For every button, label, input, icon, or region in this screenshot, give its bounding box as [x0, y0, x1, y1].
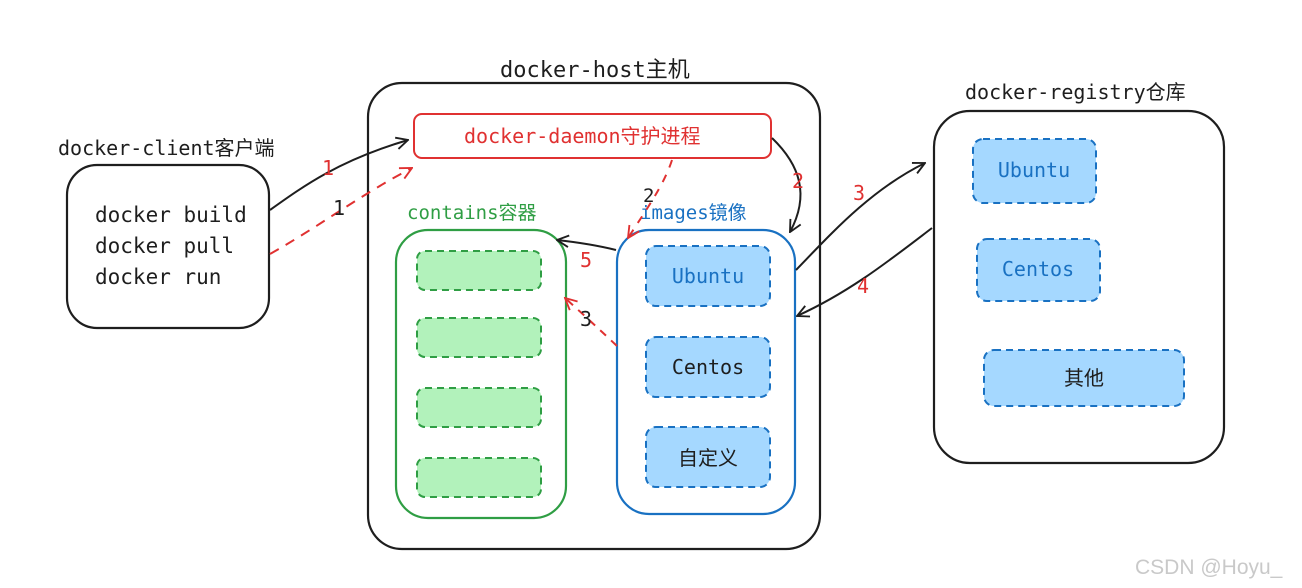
step-1-label: 1 — [322, 156, 334, 180]
images-box — [615, 228, 797, 516]
container-slot — [416, 387, 542, 428]
arrow-images-to-containers-dashed — [565, 298, 618, 347]
container-slot — [416, 250, 542, 291]
local-image-centos-label: Centos — [672, 355, 744, 379]
registry-image-other-box — [983, 349, 1185, 407]
step-2-black-label: 2 — [643, 185, 654, 207]
client-command-build: docker build — [95, 203, 247, 227]
arrow-daemon-to-images — [771, 137, 802, 232]
client-title: docker-client客户端 — [58, 136, 275, 160]
daemon-box — [413, 113, 772, 159]
local-image-centos-box — [645, 336, 771, 398]
container-slot — [416, 317, 542, 358]
daemon-label: docker-daemon守护进程 — [464, 124, 701, 148]
step-1-dashed-label: 1 — [333, 196, 345, 220]
arrow-images-to-registry — [795, 163, 925, 271]
step-2-red-label: 2 — [792, 169, 804, 193]
registry-image-ubuntu-box — [972, 138, 1097, 204]
step-5-label: 5 — [580, 248, 592, 272]
local-image-custom-label: 自定义 — [678, 446, 738, 470]
containers-title: contains容器 — [407, 202, 537, 224]
arrow-client-to-daemon — [269, 140, 408, 211]
registry-box — [932, 109, 1226, 465]
local-image-custom-box — [645, 426, 771, 488]
arrow-daemon-to-images-red — [628, 159, 673, 238]
step-4-label: 4 — [857, 274, 869, 298]
registry-title: docker-registry仓库 — [965, 80, 1186, 104]
arrow-images-to-containers — [557, 240, 617, 251]
local-image-ubuntu-label: Ubuntu — [672, 264, 744, 288]
arrow-registry-to-images — [797, 227, 933, 316]
registry-image-centos-label: Centos — [1002, 257, 1074, 281]
registry-image-other-label: 其他 — [1064, 366, 1104, 390]
host-title: docker-host主机 — [500, 58, 690, 83]
container-slot — [416, 457, 542, 498]
registry-image-centos-box — [976, 238, 1101, 302]
step-3-black-label: 3 — [580, 307, 592, 331]
watermark: CSDN @Hoyu_ — [1135, 556, 1283, 579]
client-command-run: docker run — [95, 265, 221, 289]
arrow-client-to-daemon-dashed — [269, 168, 412, 255]
local-image-ubuntu-box — [645, 245, 771, 307]
containers-box — [394, 228, 568, 520]
host-box — [366, 81, 822, 551]
client-box — [65, 163, 271, 330]
registry-image-ubuntu-label: Ubuntu — [998, 158, 1070, 182]
client-command-pull: docker pull — [95, 234, 234, 258]
images-title: images镜像 — [640, 202, 747, 224]
step-3-red-label: 3 — [853, 181, 865, 205]
